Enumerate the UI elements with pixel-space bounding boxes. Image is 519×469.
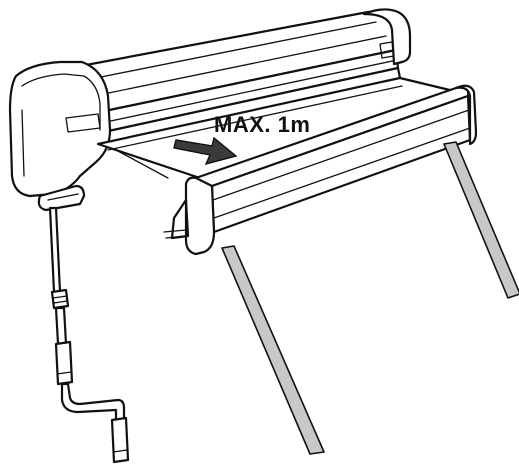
support-legs [221, 141, 519, 455]
front-bar-right-cap [454, 84, 478, 146]
crank-handle [37, 184, 130, 464]
arrow-right-down-icon [173, 136, 238, 166]
right-leg [443, 141, 519, 299]
left-leg [221, 245, 325, 455]
cassette-right-cap [362, 8, 412, 66]
max-extension-label: MAX. 1m [214, 112, 311, 137]
cassette-housing [68, 10, 402, 146]
front-bar [184, 84, 478, 256]
cassette-left-cap [8, 60, 112, 198]
front-bar-left-cap [184, 176, 216, 256]
side-bracket [163, 198, 190, 240]
